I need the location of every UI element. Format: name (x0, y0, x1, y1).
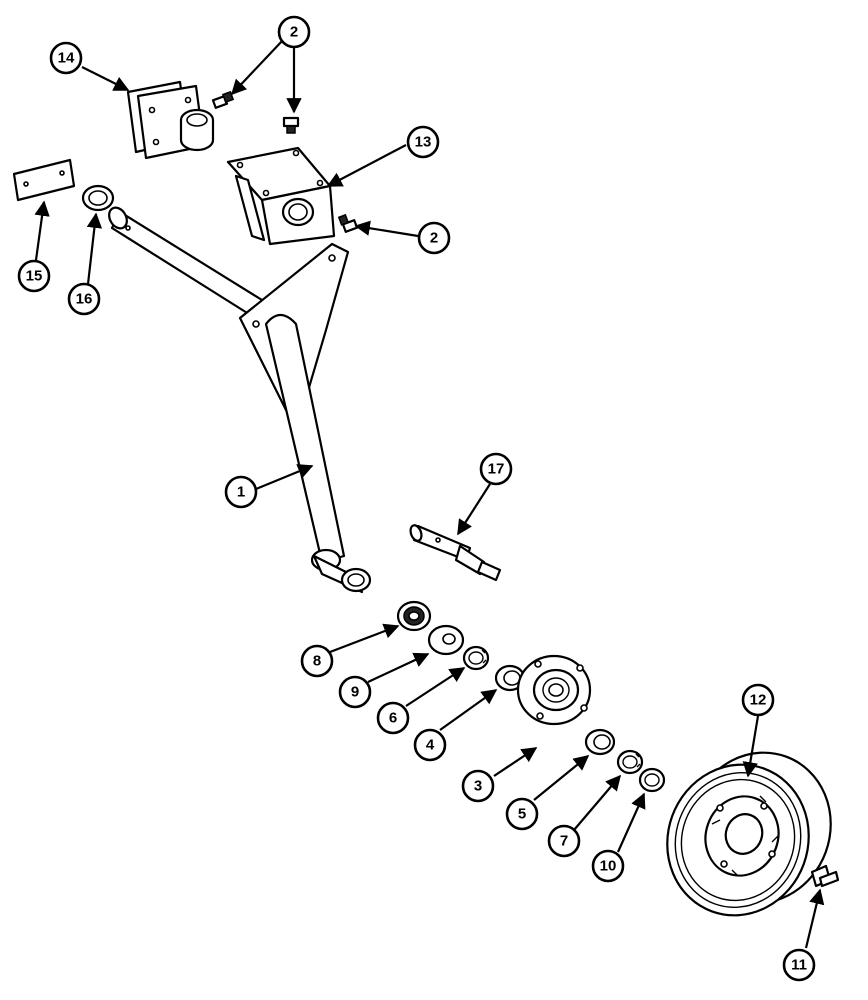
callout-label: 7 (560, 833, 568, 850)
callout-label: 2 (430, 230, 438, 247)
callout-10: 10 (591, 849, 625, 883)
callout-label: 8 (313, 653, 321, 670)
callout-label: 17 (488, 461, 505, 478)
callout-label: 6 (389, 710, 397, 727)
part-bolt-11 (810, 864, 840, 888)
callout-label: 16 (76, 291, 93, 308)
part-wheel-12 (666, 751, 832, 917)
callout-label: 4 (426, 737, 435, 754)
part-dust-cap-10 (638, 767, 666, 793)
callout-4: 4 (413, 728, 447, 762)
callout-5: 5 (505, 797, 539, 831)
callout-15: 15 (17, 259, 51, 293)
part-grease-fitting-2c (337, 213, 359, 233)
callout-label: 11 (791, 957, 807, 974)
part-hub-3 (516, 654, 592, 726)
callout-6: 6 (376, 701, 410, 735)
callout-16: 16 (67, 282, 101, 316)
callout-label: 10 (600, 858, 617, 875)
part-cone-bearing-6 (462, 645, 490, 671)
callout-label: 1 (237, 484, 245, 501)
callout-13: 13 (406, 125, 440, 159)
callout-label: 13 (415, 134, 432, 151)
part-cone-bearing-7 (616, 749, 644, 775)
part-bushing-16 (81, 184, 115, 212)
callout-label: 5 (518, 806, 526, 823)
callout-label: 15 (26, 268, 43, 285)
part-grease-fitting-2b (282, 116, 300, 134)
callout-7: 7 (547, 824, 581, 858)
callout-2-top: 2 (277, 15, 311, 49)
callout-1: 1 (224, 475, 258, 509)
leader-lines (34, 39, 825, 949)
callout-8: 8 (300, 644, 334, 678)
part-bearing-cup-5 (584, 728, 616, 756)
callout-label: 2 (290, 24, 298, 41)
part-grease-fitting-2a (211, 90, 235, 109)
part-bracket-13 (226, 146, 336, 246)
callout-2-right: 2 (417, 221, 451, 255)
callout-17: 17 (479, 452, 513, 486)
part-bracket-14 (126, 80, 215, 160)
part-shim-plate-15 (12, 158, 76, 202)
callout-12: 12 (741, 683, 775, 717)
callout-label: 12 (750, 692, 767, 709)
part-washer-9 (427, 624, 465, 656)
callout-label: 3 (474, 778, 482, 795)
callout-14: 14 (49, 41, 83, 75)
callout-label: 9 (351, 684, 359, 701)
part-seal-8 (396, 600, 432, 632)
part-bearing-cup-4 (494, 664, 526, 692)
callout-11: 11 (782, 948, 816, 982)
part-spindle-17 (409, 524, 502, 582)
callout-3: 3 (461, 769, 495, 803)
part-caster-arm-1 (108, 206, 372, 594)
callout-label: 14 (58, 50, 75, 67)
callout-9: 9 (338, 675, 372, 709)
